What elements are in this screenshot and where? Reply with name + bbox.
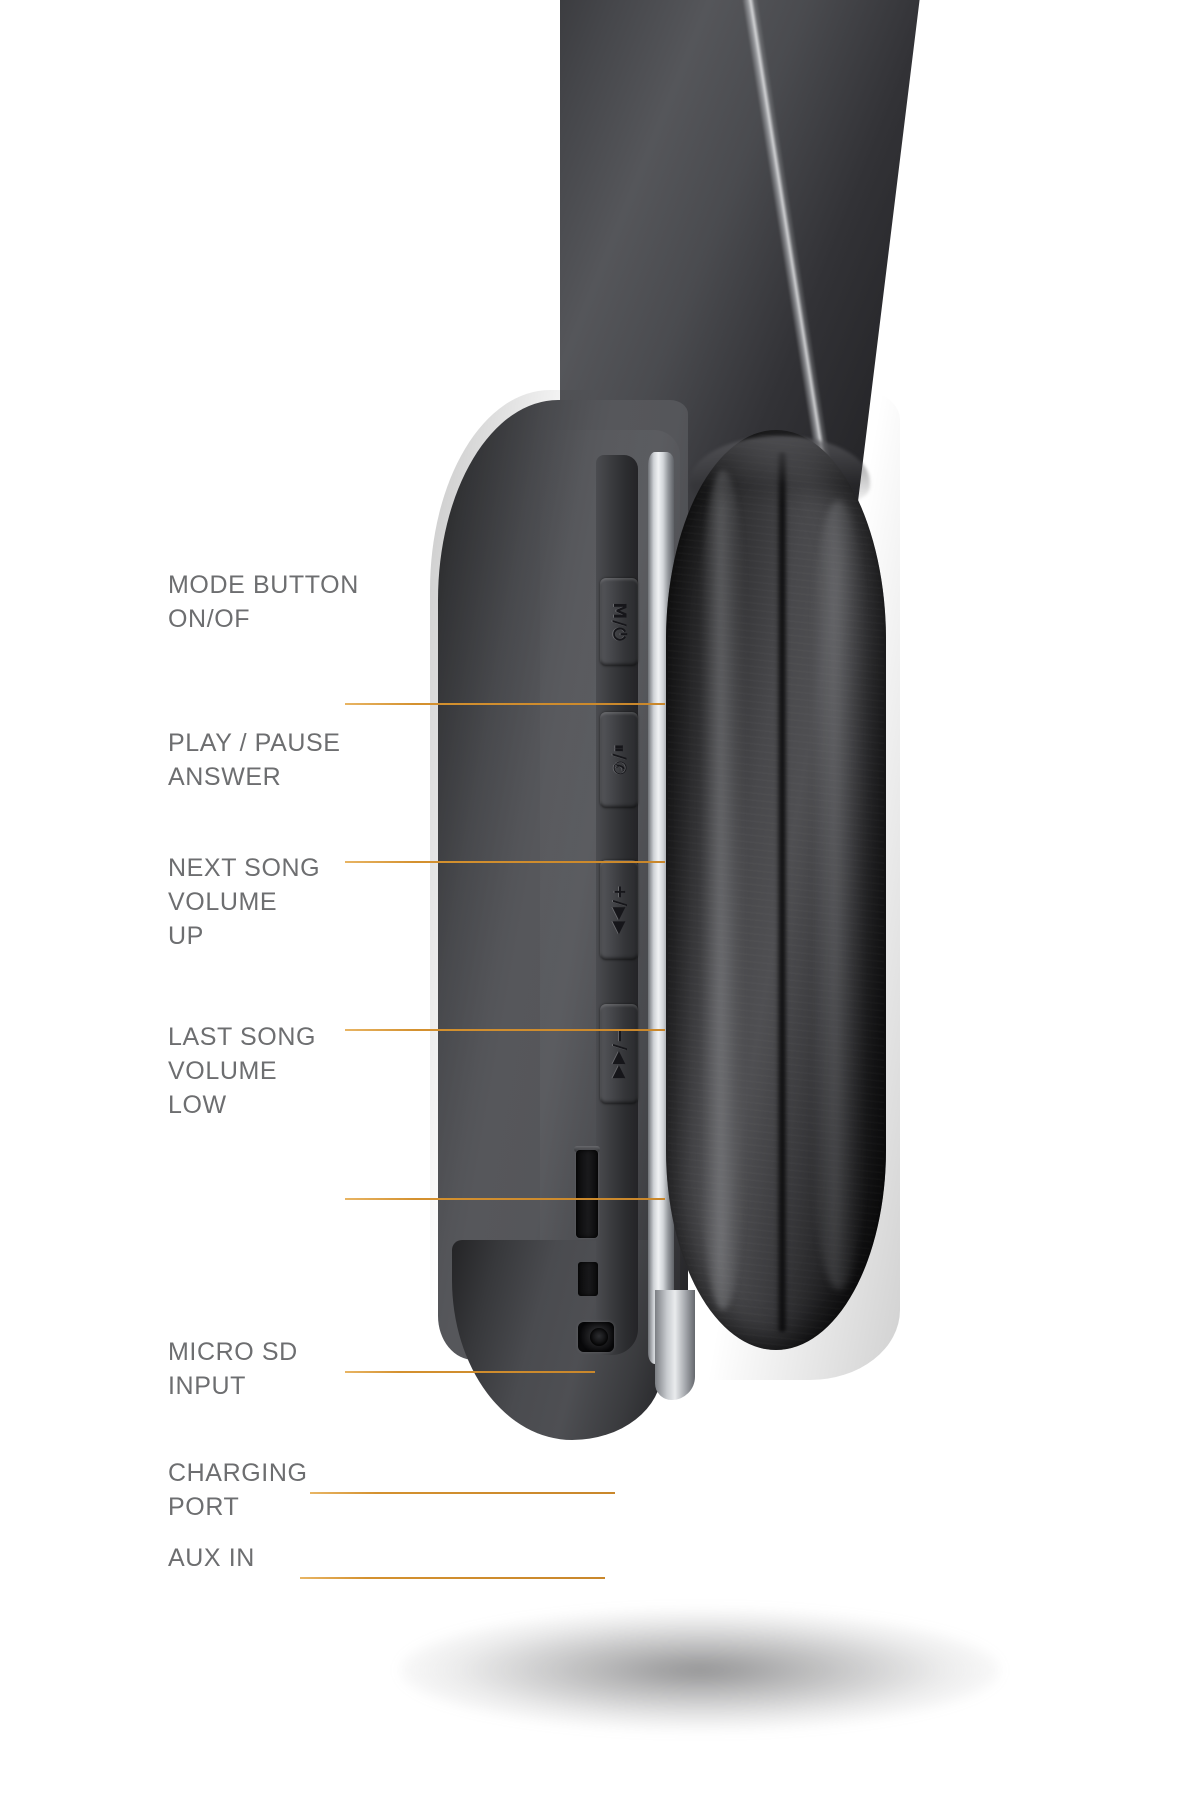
callout-last-song: LAST SONG VOLUME LOW xyxy=(168,1020,316,1122)
callout-mode-button: MODE BUTTON ON/OF xyxy=(168,568,359,636)
leader-line-micro-sd xyxy=(345,1371,595,1373)
aux-in-jack-ring xyxy=(590,1328,608,1346)
silver-trim-ring-lower xyxy=(655,1290,695,1400)
callout-next-song: NEXT SONG VOLUME UP xyxy=(168,851,320,953)
leader-line-play-pause xyxy=(345,861,665,863)
leader-line-charging-port xyxy=(310,1492,615,1494)
charging-port-connector[interactable] xyxy=(578,1262,598,1296)
callout-charging-port-label: CHARGING PORT xyxy=(168,1459,308,1521)
mode-power-button-glyph: M/⏻ xyxy=(609,602,630,642)
callout-micro-sd-label: MICRO SD INPUT xyxy=(168,1338,298,1400)
play-pause-answer-button[interactable]: ⏸/✆ xyxy=(600,712,638,808)
micro-sd-slot-lip xyxy=(574,1146,600,1152)
callout-micro-sd: MICRO SD INPUT xyxy=(168,1335,298,1403)
micro-sd-slot[interactable] xyxy=(576,1150,598,1238)
play-pause-answer-button-glyph: ⏸/✆ xyxy=(608,744,629,776)
prev-volume-down-button[interactable]: −/◀◀ xyxy=(600,1004,638,1104)
mode-power-button[interactable]: M/⏻ xyxy=(600,578,638,666)
callout-next-song-label: NEXT SONG VOLUME UP xyxy=(168,854,321,950)
callout-mode-button-label: MODE BUTTON ON/OF xyxy=(168,571,359,633)
callout-play-pause: PLAY / PAUSE ANSWER xyxy=(168,726,341,794)
ear-pad-top-fold xyxy=(690,436,870,506)
floor-shadow xyxy=(400,1610,1000,1730)
next-volume-up-button[interactable]: +/▶▶ xyxy=(600,860,638,960)
callout-aux-in-label: AUX IN xyxy=(168,1544,255,1572)
leader-line-next-song xyxy=(345,1029,665,1031)
next-volume-up-button-glyph: +/▶▶ xyxy=(609,884,630,936)
leader-line-aux-in xyxy=(300,1577,605,1579)
callout-aux-in: AUX IN xyxy=(168,1541,255,1575)
ear-pad-seam xyxy=(776,452,788,1332)
callout-charging-port: CHARGING PORT xyxy=(168,1456,308,1524)
ear-pad-highlight-inner xyxy=(700,470,746,1310)
leader-line-last-song xyxy=(345,1198,665,1200)
callout-last-song-label: LAST SONG VOLUME LOW xyxy=(168,1023,317,1119)
prev-volume-down-button-glyph: −/◀◀ xyxy=(609,1028,630,1080)
ear-pad-highlight-outer xyxy=(812,500,866,1290)
callout-play-pause-label: PLAY / PAUSE ANSWER xyxy=(168,729,341,791)
leader-line-mode-button xyxy=(345,703,665,705)
